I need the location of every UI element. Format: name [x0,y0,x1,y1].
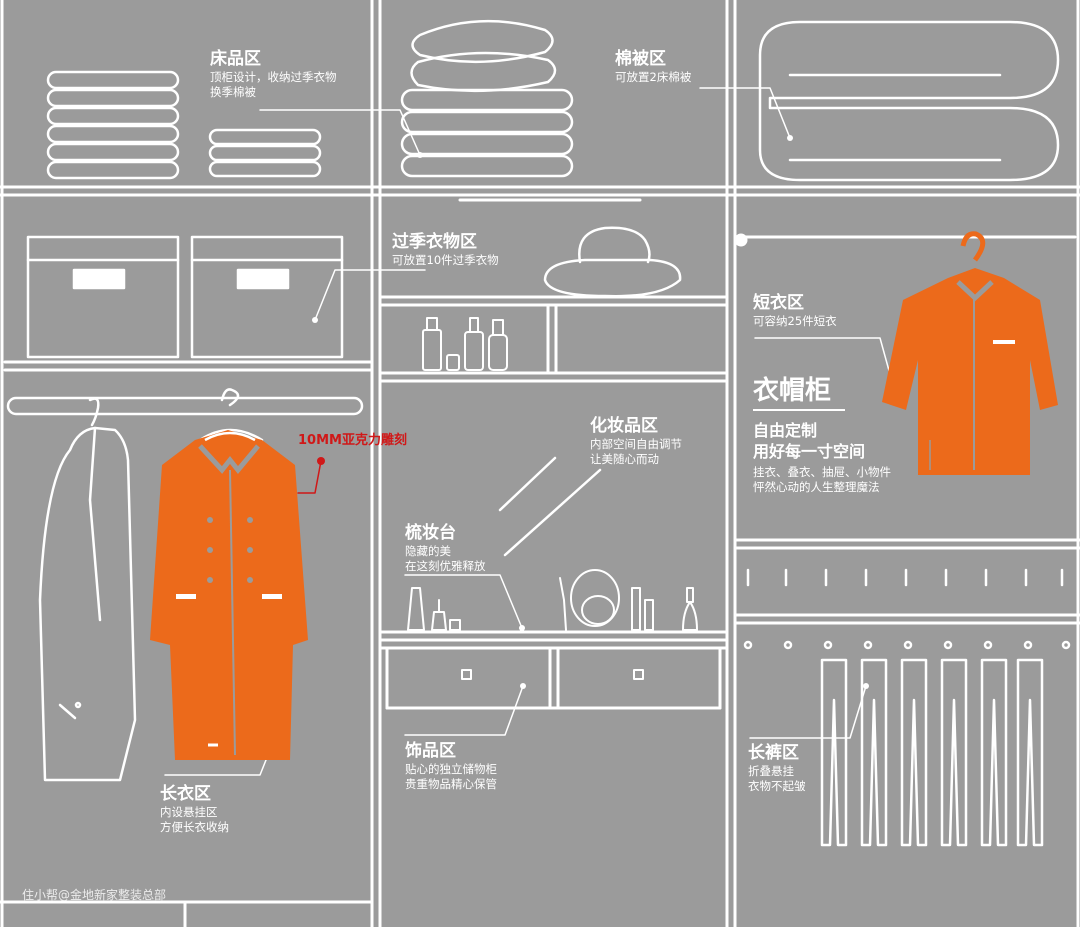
label-wardrobe: 衣帽柜 自由定制 用好每一寸空间 挂衣、叠衣、抽屉、小物件 怦然心动的人生整理魔… [753,375,891,495]
label-desc: 内部空间自由调节 [590,437,682,452]
label-desc: 在这刻优雅释放 [405,559,486,574]
leader-lines [164,87,894,776]
pillow-icon [410,19,557,93]
leader-line-red [297,460,322,494]
label-desc: 挂衣、叠衣、抽屉、小物件 [753,465,891,480]
trousers-icon [820,658,1044,847]
label-desc: 方便长衣收纳 [160,820,229,835]
label-desc: 贴心的独立储物柜 [405,762,497,777]
label-title: 长裤区 [748,743,799,763]
label-title: 过季衣物区 [392,232,477,252]
label-desc: 可放置10件过季衣物 [392,253,499,268]
label-shortwear: 短衣区 可容纳25件短衣 [753,292,837,329]
label-vanity: 梳妆台 隐藏的美 在这刻优雅释放 [405,522,486,574]
label-title: 床品区 [210,49,261,69]
label-title: 棉被区 [615,49,666,69]
mirror-icon [498,456,602,557]
label-quilt: 棉被区 可放置2床棉被 [615,48,691,85]
storage-box-icon [26,235,344,359]
label-accessories: 饰品区 贴心的独立储物柜 贵重物品精心保管 [405,740,497,792]
label-title: 短衣区 [753,293,804,313]
label-desc: 内设悬挂区 [160,805,218,820]
folded-clothes-icon [400,88,574,178]
label-offseason: 过季衣物区 可放置10件过季衣物 [392,231,499,268]
label-acrylic: 10MM亚克力雕刻 [298,433,407,448]
rolled-quilt-icon [758,20,1060,182]
trousers-rail-hooks [743,568,1071,650]
watermark: 住小帮@金地新家整装总部 [22,888,167,902]
coat-icon [150,430,308,760]
label-cosmetics: 化妆品区 内部空间自由调节 让美随心而动 [590,415,682,467]
label-desc: 可放置2床棉被 [615,70,692,85]
hanging-rail [6,396,364,416]
label-desc: 怦然心动的人生整理魔法 [753,480,880,495]
shirt-icon [882,231,1058,475]
hanger-icon [220,388,240,407]
label-subtitle: 用好每一寸空间 [753,441,866,461]
label-title: 饰品区 [405,741,456,761]
label-desc: 隐藏的美 [405,544,451,559]
label-bedding: 床品区 顶柜设计，收纳过季衣物 换季棉被 [210,48,337,100]
label-longwear: 长衣区 内设悬挂区 方便长衣收纳 [160,783,229,835]
cosmetics-icons [407,569,698,631]
drawer-knob [633,669,644,680]
hat-icon [543,226,682,298]
bottle-icon [422,317,508,371]
drawer-knob [461,669,472,680]
folded-clothes-icon [46,70,322,180]
label-desc: 换季棉被 [210,85,256,100]
label-desc: 可容纳25件短衣 [753,314,837,329]
suit-jacket-icon [38,397,137,782]
label-desc: 折叠悬挂 [748,764,794,779]
label-title: 衣帽柜 [753,375,845,411]
label-desc: 贵重物品精心保管 [405,777,497,792]
label-title: 长衣区 [160,784,211,804]
label-subtitle: 自由定制 [753,420,818,440]
label-desc: 顶柜设计，收纳过季衣物 [210,70,337,85]
label-title: 化妆品区 [590,416,658,436]
label-trousers: 长裤区 折叠悬挂 衣物不起皱 [748,742,806,794]
label-desc: 衣物不起皱 [748,779,806,794]
label-desc: 让美随心而动 [590,452,659,467]
label-title: 梳妆台 [405,523,456,543]
